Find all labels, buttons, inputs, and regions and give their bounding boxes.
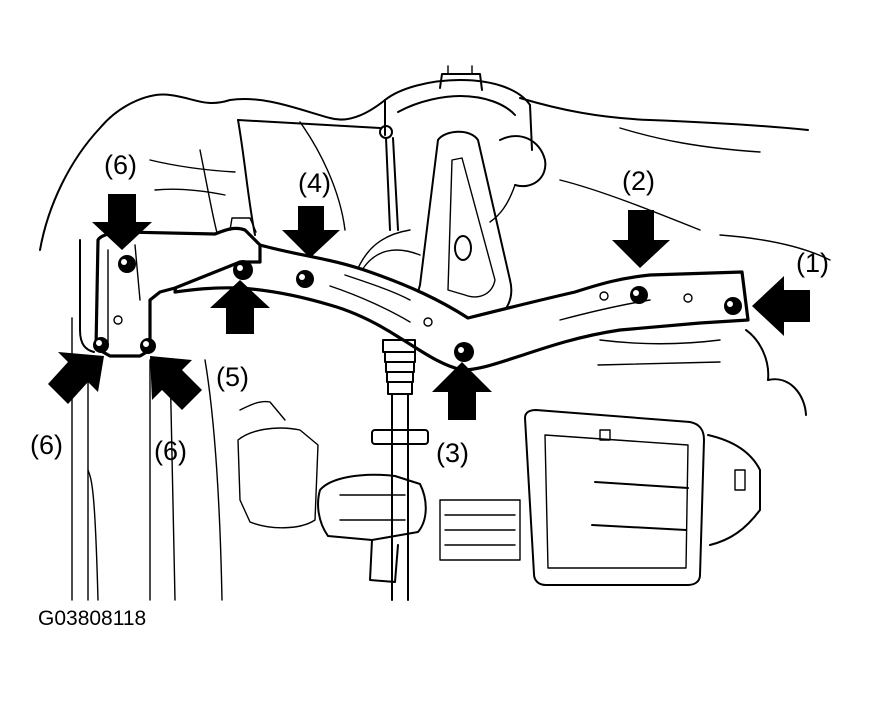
callout-6-left: (6) (30, 430, 63, 460)
bolt-5 (233, 260, 253, 280)
callout-3: (3) (436, 438, 469, 468)
bolt-1 (724, 297, 742, 315)
body-outline (39, 93, 831, 261)
bolt-2 (630, 286, 648, 304)
arrow-5 (210, 280, 270, 334)
transmission (237, 329, 807, 586)
bolts (93, 255, 742, 362)
callout-1: (1) (796, 248, 829, 278)
bolt-6-left (93, 337, 109, 353)
bolt-4 (296, 270, 314, 288)
arrow-4 (282, 206, 340, 258)
callout-6-top: (6) (104, 150, 137, 180)
callout-4: (4) (298, 168, 331, 198)
bolt-3 (454, 342, 474, 362)
arrow-6-top (92, 194, 152, 250)
callouts: (1) (2) (3) (4) (5) (6) (6) (6) (30, 150, 829, 468)
arrows (48, 194, 810, 420)
bolt-6-right (140, 338, 156, 354)
steering-boot (317, 339, 429, 601)
arrow-1 (752, 276, 810, 336)
bolt-6-top (118, 255, 136, 273)
arrow-3 (432, 362, 492, 420)
figure-id: G03808118 (38, 607, 146, 630)
arrow-6-left (48, 352, 104, 404)
arrow-2 (612, 210, 670, 268)
callout-5: (5) (216, 362, 249, 392)
callout-6-right: (6) (154, 436, 187, 466)
arrow-6-right (150, 356, 202, 410)
strut-mount (379, 65, 547, 231)
callout-2: (2) (622, 166, 655, 196)
